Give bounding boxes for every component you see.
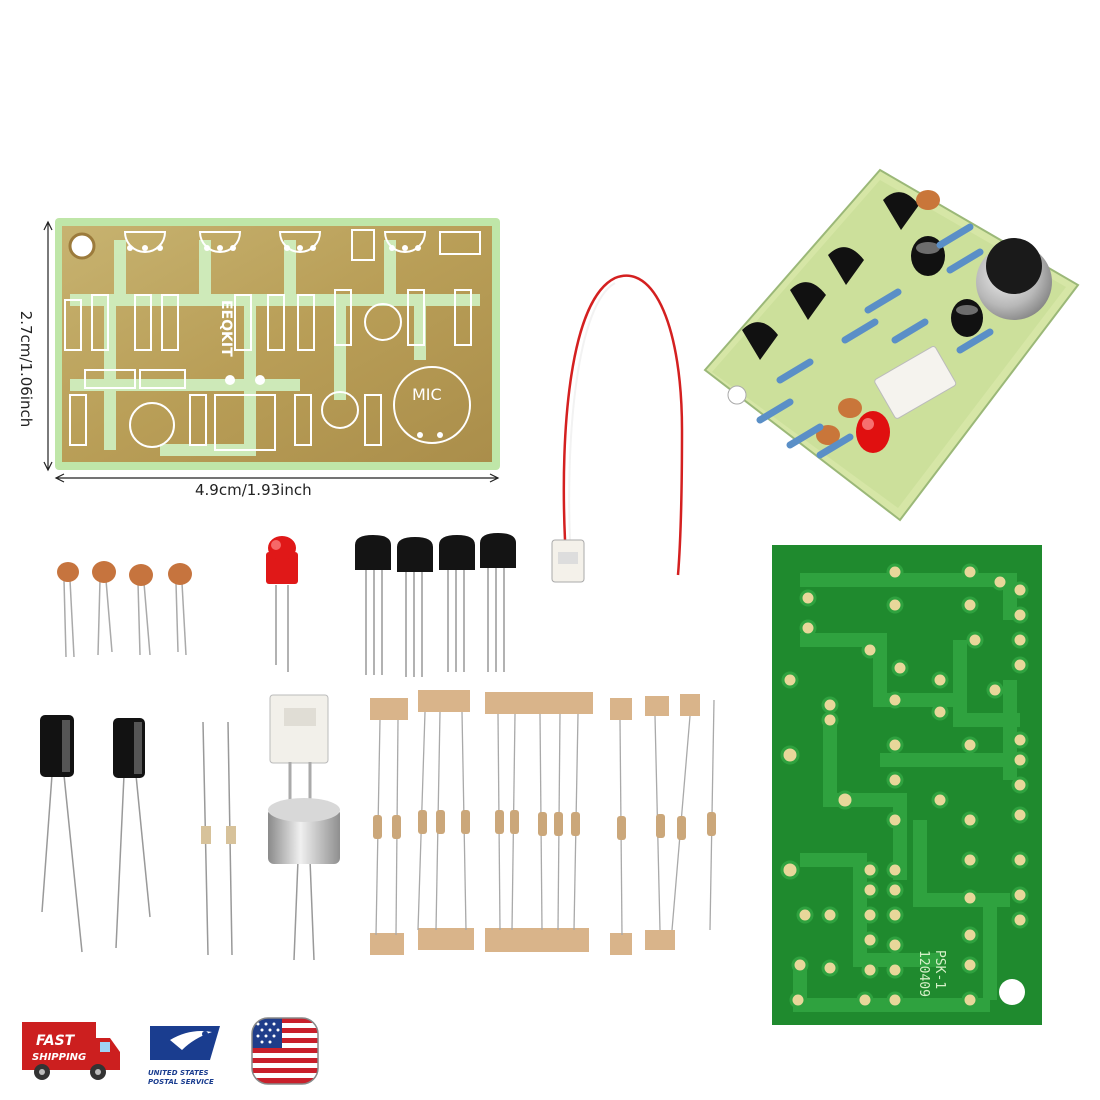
usps-line2-text: POSTAL SERVICE [148,1078,214,1086]
usps-line1-text: UNITED STATES [148,1069,209,1077]
usps-logo: UNITED STATES POSTAL SERVICE [148,1022,220,1086]
dimension-width-label: 4.9cm/1.93inch [195,481,312,499]
pcb-board-code-2: PSK-1 [932,950,947,989]
badge-shipping-text: SHIPPING [32,1052,86,1063]
pcb-board-code-1: 120409 [916,950,931,997]
connector-header [269,694,329,800]
pcb-solder-side [772,545,1042,1025]
dimension-lines [43,220,500,483]
pcb-bare-silkscreen [55,218,500,470]
resistor-strips [370,690,716,955]
transistors [355,533,516,677]
ceramic-capacitors [57,561,192,658]
fast-shipping-badge: FAST SHIPPING [22,1022,120,1080]
electrolytic-capacitors [40,715,151,953]
pcb-assembled [703,168,1080,522]
pcb-mic-text: MIC [412,385,442,404]
diodes [201,721,236,956]
us-flag-icon [251,1017,319,1085]
led-component [266,536,298,672]
wire-with-connector [551,274,684,583]
pcb-brand-text: EEQKIT [218,300,234,357]
badge-fast-text: FAST [36,1033,76,1049]
microphone-component [268,798,340,961]
